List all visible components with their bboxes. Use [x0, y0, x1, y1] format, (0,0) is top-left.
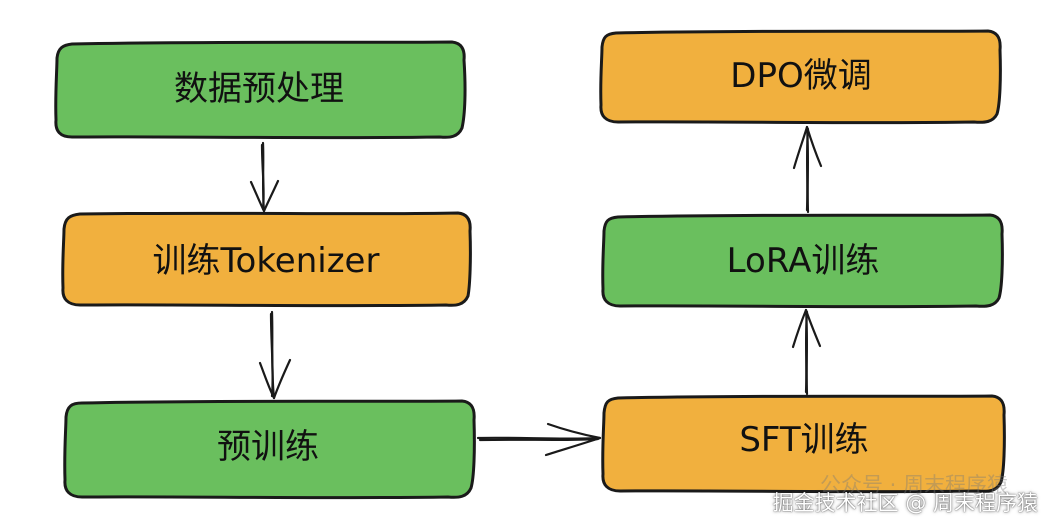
node-train-tokenizer-label: 训练Tokenizer [153, 241, 380, 281]
node-pretraining: 预训练 [63, 399, 476, 500]
node-pretraining-shape [63, 399, 476, 500]
node-dpo-finetuning-label: DPO微调 [730, 56, 871, 96]
arrow-preprocess-to-tokenizer [249, 141, 280, 213]
node-sft-training: SFT训练 [601, 394, 1006, 494]
arrow-tokenizer-to-pretraining [258, 310, 292, 400]
node-dpo-finetuning-shape [599, 29, 1002, 125]
node-dpo-finetuning: DPO微调 [599, 29, 1002, 125]
node-sft-training-shape [601, 394, 1006, 494]
node-lora-training: LoRA训练 [601, 213, 1004, 309]
node-data-preprocessing-shape [54, 40, 467, 140]
node-train-tokenizer-shape [61, 211, 472, 308]
node-lora-training-shape [601, 213, 1004, 309]
arrow-lora-to-dpo [792, 125, 823, 214]
node-pretraining-label: 预训练 [217, 427, 319, 467]
node-sft-training-label: SFT训练 [739, 420, 868, 460]
node-lora-training-label: LoRA训练 [727, 241, 880, 281]
node-train-tokenizer: 训练Tokenizer [61, 211, 472, 308]
watermark-main-text: 掘金技术社区 @ 周末程序猿 [772, 491, 1038, 515]
watermark-faint-text: 公众号 · 周末程序猿 [819, 473, 1008, 497]
arrow-sft-to-lora [791, 308, 822, 396]
node-data-preprocessing: 数据预处理 [54, 40, 467, 140]
node-data-preprocessing-label: 数据预处理 [174, 69, 344, 109]
arrow-pretraining-to-sft [476, 422, 602, 457]
watermark: 公众号 · 周末程序猿 掘金技术社区 @ 周末程序猿 [773, 474, 1038, 516]
